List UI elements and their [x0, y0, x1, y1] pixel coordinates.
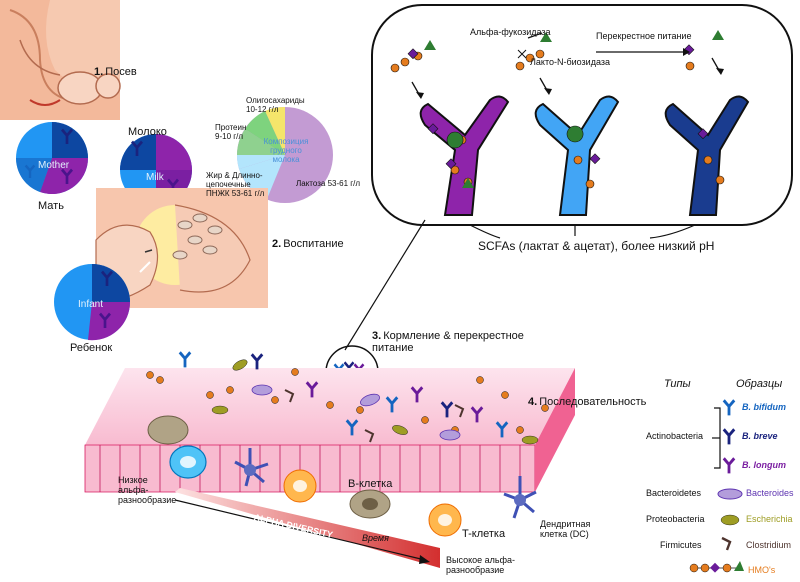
legend-clostridium: Clostridium [746, 540, 792, 550]
infant-pie [54, 264, 131, 341]
scfa-connectors [344, 219, 696, 351]
immune-cells [147, 415, 537, 537]
milk-caption: Молоко [128, 126, 167, 138]
step-3-label: 3.Кормление & перекрестное питание [372, 330, 524, 355]
legend-types-header: Типы [664, 378, 691, 390]
legend-bacteroides: Bacteroides [746, 488, 794, 498]
milk-lactose-label: Лактоза 53-61 г/л [296, 179, 361, 188]
mother-pie-label: Mother [38, 160, 70, 171]
step-1-label: 1.Посев [94, 66, 137, 78]
step-2-label: 2.Воспитание [272, 238, 344, 250]
milk-pie-label: Milk [146, 172, 164, 183]
milk-composition-pie [236, 106, 333, 203]
dc-label: Дендритная клетка (DC) [540, 519, 591, 539]
milk-oligo-label: Олигосахариды 10-12 г/л [246, 96, 305, 114]
legend-escherichia: Escherichia [746, 514, 793, 524]
legend-longum: B. longum [742, 460, 786, 470]
enzyme-fucosidase: Альфа-фукозидаза [470, 27, 551, 37]
alpha-diversity-wedge [174, 488, 440, 568]
legend-icons [689, 399, 744, 573]
milk-composition-center: Композиция грудного молока [263, 137, 309, 164]
legend-hmo: HMO's [748, 565, 776, 575]
legend-proteobacteria: Proteobacteria [646, 514, 705, 524]
infant-pie-label: Infant [78, 299, 104, 310]
crossfeeding-panel [371, 4, 793, 226]
step-4-label: 4.Последовательность [528, 396, 647, 408]
enzyme-biosidase: Лакто-N-биозидаза [530, 57, 610, 67]
legend-samples-header: Образцы [736, 378, 783, 390]
mother-illustration [0, 0, 121, 120]
infant-caption: Ребенок [70, 342, 113, 354]
high-diversity-label: Высокое альфа-разнообразие [446, 555, 515, 575]
low-diversity-label: Низкое альфа-разнообразие [118, 475, 177, 505]
milk-fat-label: Жир & Длинно-цепочечные ПНЖК 53-61 г/л [206, 171, 265, 198]
mother-pie [15, 122, 89, 195]
scfa-label: SCFAs (лактат & ацетат), более низкий pH [478, 239, 715, 253]
time-label: Время [362, 533, 389, 543]
bcell-label: B-клетка [348, 478, 393, 490]
legend-bifidum: B. bifidum [742, 402, 786, 412]
tcell-label: T-клетка [462, 528, 506, 540]
milk-protein-label: Протеин 9-10 г/л [215, 123, 247, 141]
mother-caption: Мать [38, 200, 64, 212]
legend-actinobacteria: Actinobacteria [646, 431, 704, 441]
legend-firmicutes: Firmicutes [660, 540, 702, 550]
legend-bacteroidetes: Bacteroidetes [646, 488, 702, 498]
legend-breve: B. breve [742, 431, 778, 441]
crossfeeding-label: Перекрестное питание [596, 31, 692, 41]
